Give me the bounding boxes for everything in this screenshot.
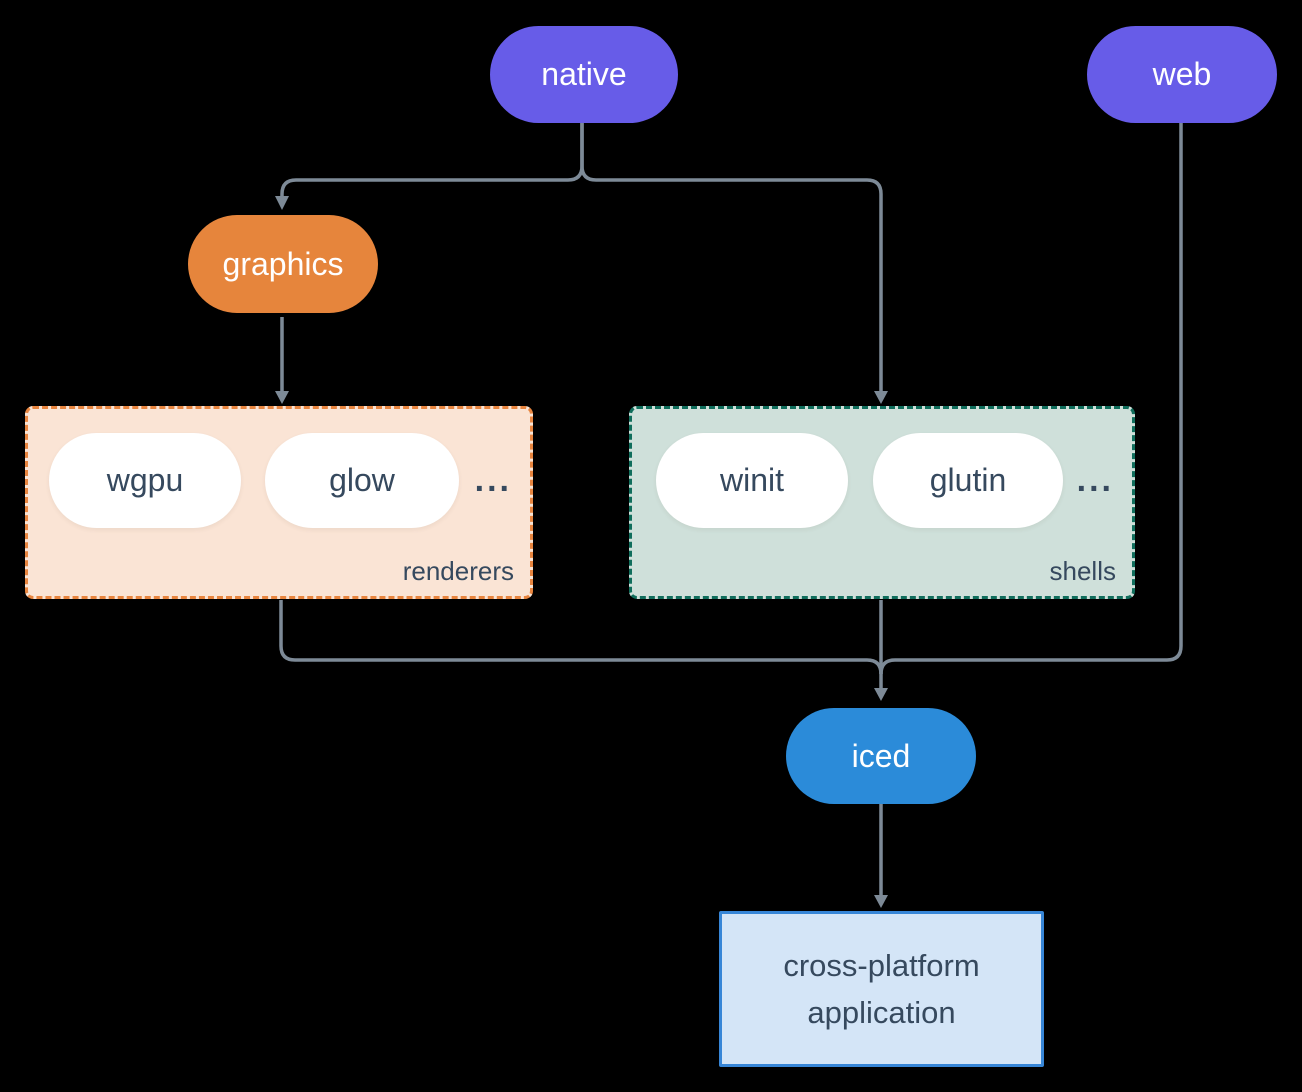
application-label-line2: application — [807, 995, 956, 1030]
node-wgpu-label: wgpu — [106, 462, 184, 498]
shells-ellipsis: ... — [1076, 461, 1114, 499]
node-winit-label: winit — [719, 462, 784, 498]
node-winit: winit — [656, 433, 848, 528]
edge-native-to-graphics — [275, 123, 584, 210]
edge-shells-to-iced — [874, 600, 888, 701]
edge-line — [280, 123, 584, 197]
edge-line — [580, 123, 883, 392]
node-glutin-label: glutin — [929, 462, 1007, 498]
renderers-ellipsis: ... — [474, 461, 512, 499]
node-native: native — [490, 26, 678, 123]
node-iced-label: iced — [851, 737, 911, 774]
node-graphics: graphics — [188, 215, 378, 313]
group-shells: winit glutin ... shells — [629, 406, 1135, 599]
arrowhead-application — [874, 895, 888, 908]
node-glow-label: glow — [329, 462, 395, 498]
edge-renderers-to-iced — [279, 600, 883, 675]
node-glutin: glutin — [873, 433, 1063, 528]
arrowhead-renderers — [275, 391, 289, 404]
application-label-line1: cross-platform — [783, 948, 980, 983]
arrowhead-shells — [874, 391, 888, 404]
node-glow: glow — [265, 433, 459, 528]
arrowhead-iced — [874, 688, 888, 701]
edge-iced-to-application — [874, 804, 888, 908]
arrowhead-graphics — [275, 196, 289, 210]
renderers-group-label: renderers — [402, 556, 514, 586]
node-native-label: native — [541, 56, 627, 92]
node-graphics-label: graphics — [222, 245, 344, 282]
node-wgpu: wgpu — [49, 433, 241, 528]
node-web: web — [1087, 26, 1277, 123]
node-web-label: web — [1152, 56, 1212, 92]
edge-native-to-shells — [580, 123, 888, 404]
node-iced: iced — [786, 708, 976, 804]
node-cross-platform-application: cross-platform application — [719, 911, 1044, 1067]
group-renderers: wgpu glow ... renderers — [25, 406, 533, 599]
edge-line — [279, 600, 883, 675]
edge-graphics-to-renderers — [275, 317, 289, 404]
shells-group-label: shells — [1049, 556, 1116, 586]
